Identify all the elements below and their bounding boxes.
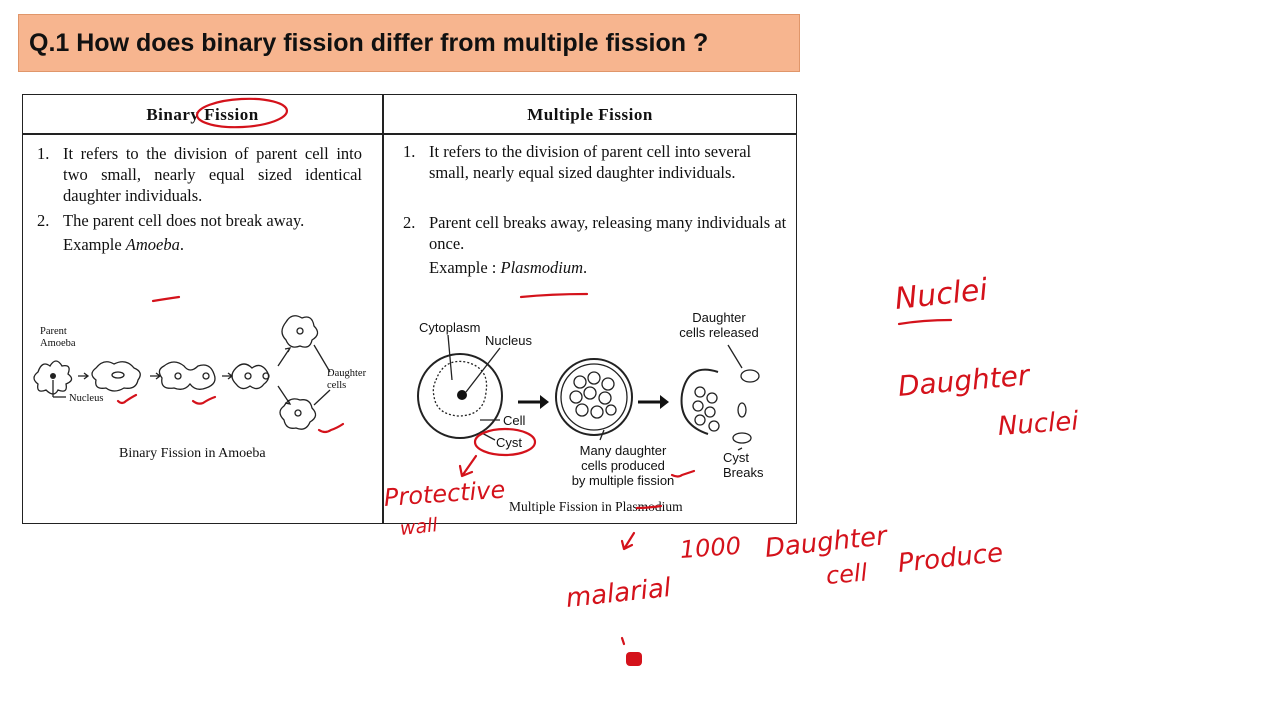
multiple-points: 1. It refers to the division of parent c… <box>403 141 788 278</box>
question-title: Q.1 How does binary fission differ from … <box>29 28 709 57</box>
point-number: 1. <box>37 144 50 163</box>
nucleus-label: Nucleus <box>69 393 104 404</box>
multiple-point-2: 2. Parent cell breaks away, releasing ma… <box>403 212 788 254</box>
ink-annotations <box>116 97 953 666</box>
daughter-cells-released-label: Daughter cells released <box>679 310 759 340</box>
cell-label: Cell <box>503 413 526 428</box>
point-text: It refers to the division of parent cell… <box>63 144 362 205</box>
multiple-point-1: 1. It refers to the division of parent c… <box>403 141 788 183</box>
binary-point-2: 2. The parent cell does not break away. <box>37 210 362 231</box>
cyst-breaks-label: Cyst Breaks <box>723 450 764 480</box>
annotation-wall: wall <box>398 514 439 540</box>
point-text: It refers to the division of parent cell… <box>429 142 752 182</box>
comparison-table: Binary Fission Multiple Fission 1. It re… <box>22 94 797 524</box>
example-suffix: . <box>179 235 184 254</box>
binary-points: 1. It refers to the division of parent c… <box>37 143 362 255</box>
multiple-fission-heading: Multiple Fission <box>527 105 653 124</box>
example-organism: Plasmodium <box>500 258 583 277</box>
point-text: The parent cell does not break away. <box>63 211 305 230</box>
column-divider <box>382 95 384 523</box>
point-number: 1. <box>403 142 416 161</box>
many-daughter-cells-label: Many daughter cells produced by multiple… <box>571 443 675 488</box>
header-divider <box>23 133 796 135</box>
binary-point-1: 1. It refers to the division of parent c… <box>37 143 362 206</box>
point-number: 2. <box>37 211 50 230</box>
binary-fission-heading: Binary Fission <box>146 105 259 124</box>
example-suffix: . <box>582 258 588 277</box>
daughter-cells-label: Daughter cells <box>327 368 367 391</box>
example-prefix: Example : <box>429 258 501 277</box>
example-organism: Amoeba <box>125 235 180 254</box>
binary-caption: Binary Fission in Amoeba <box>119 446 266 461</box>
cytoplasm-label: Cytoplasm <box>419 320 481 335</box>
plasmodium-diagram <box>417 334 760 451</box>
parent-amoeba-label: Parent Amoeba <box>40 326 76 349</box>
multiple-caption: Multiple Fission in Plasmodium <box>509 499 683 514</box>
example-prefix: Example <box>63 235 126 254</box>
question-banner: Q.1 How does binary fission differ from … <box>18 14 800 72</box>
point-number: 2. <box>403 213 416 232</box>
multiple-example: Example : Plasmodium. <box>429 257 788 278</box>
amoeba-diagram <box>33 315 331 430</box>
plasmodium-nucleus-label: Nucleus <box>485 333 532 348</box>
binary-example: Example Amoeba. <box>63 234 362 255</box>
cyst-label: Cyst <box>496 435 522 450</box>
annotation-count: 1000 <box>679 531 742 564</box>
annotation-nuclei-2: Nuclei <box>996 406 1080 442</box>
point-text: Parent cell breaks away, releasing many … <box>429 213 787 253</box>
annotation-cell: cell <box>824 558 869 590</box>
